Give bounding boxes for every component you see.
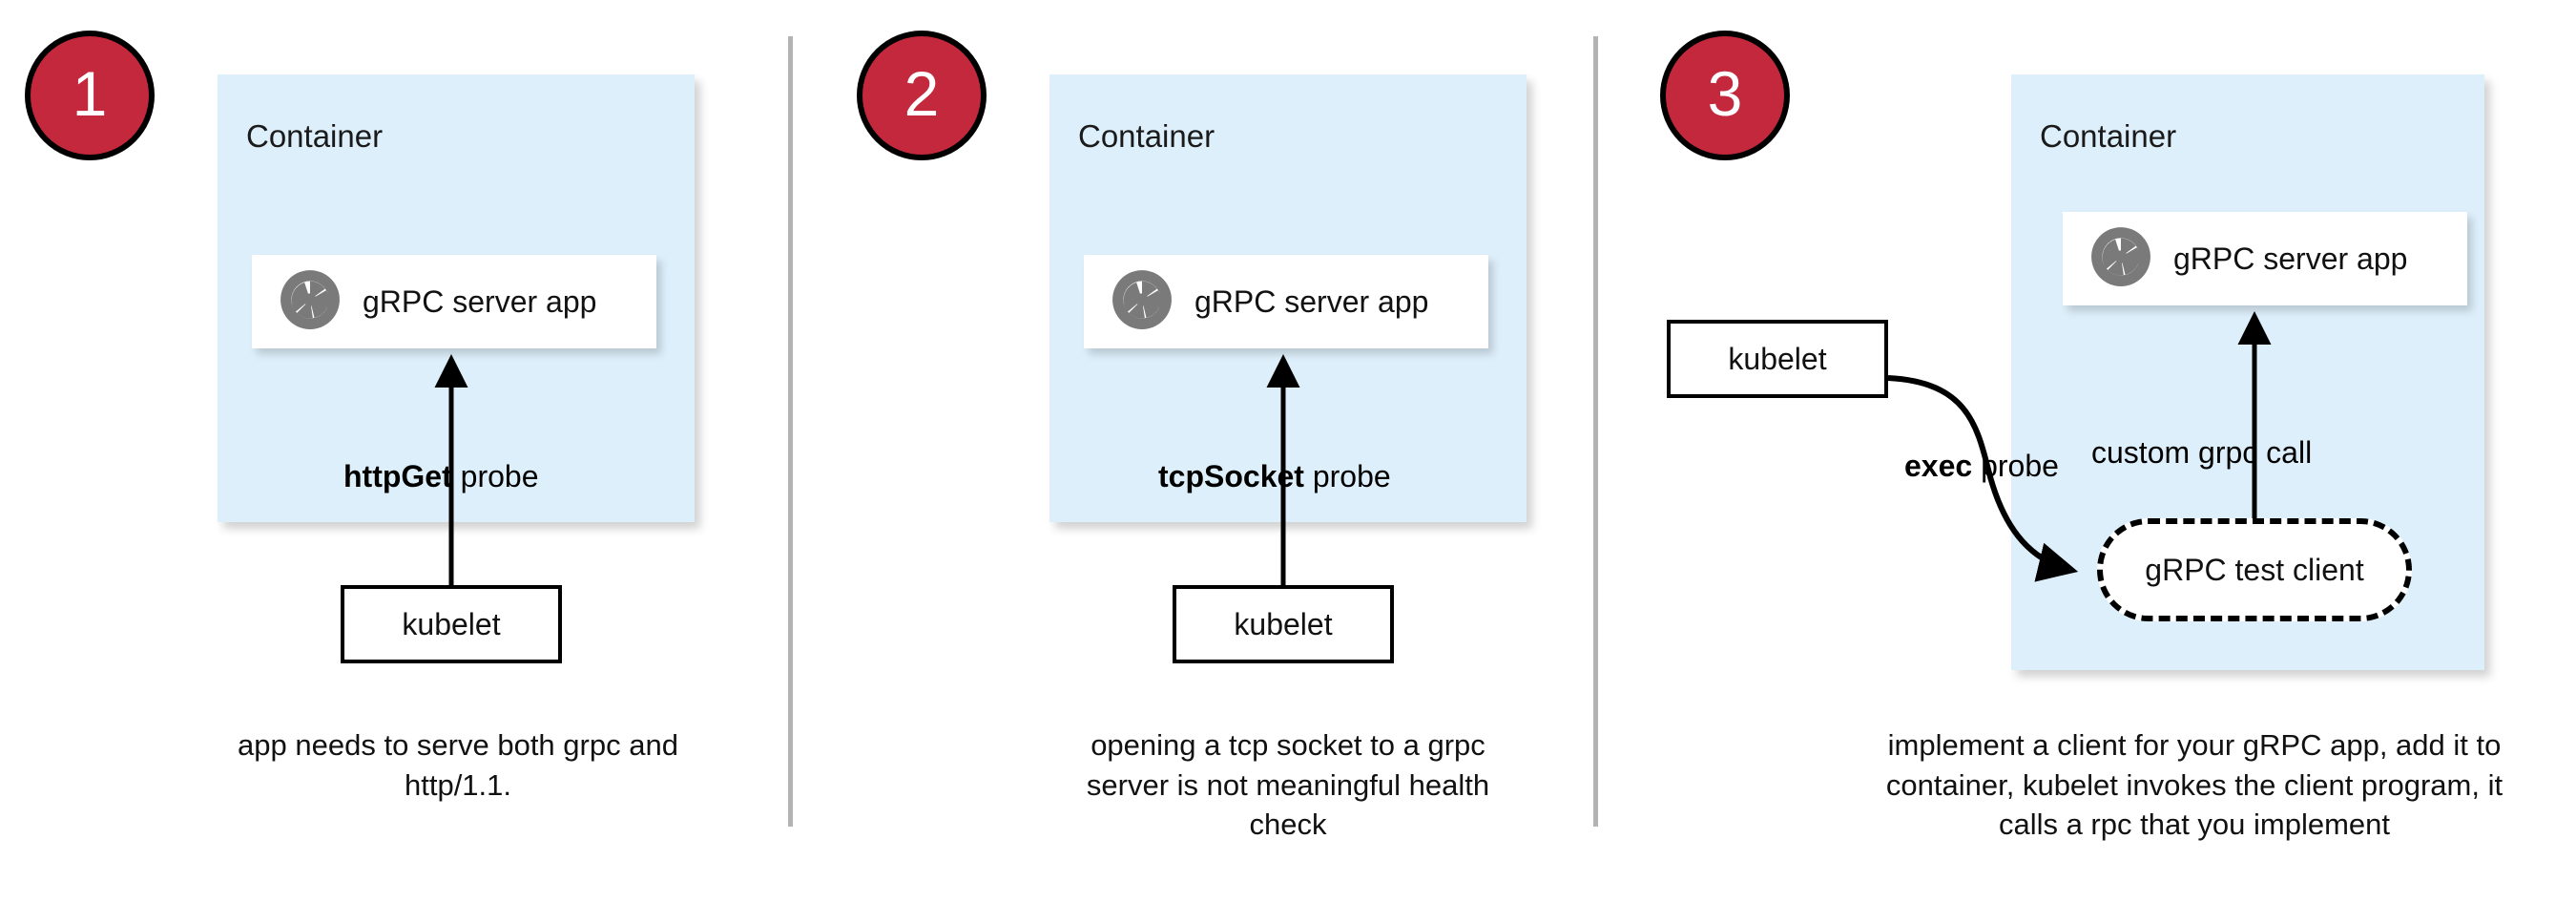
probe-label-1-rest: probe — [451, 459, 539, 493]
kubelet-label-2: kubelet — [1234, 606, 1333, 641]
step-badge-3: 3 — [1660, 31, 1790, 160]
custom-grpc-call-label: custom grpc call — [2091, 435, 2313, 470]
grpc-server-app-card-1: gRPC server app — [252, 255, 656, 348]
step-badge-1: 1 — [25, 31, 155, 160]
kubelet-label-3: kubelet — [1728, 341, 1827, 376]
exec-probe-label: exec probe — [1904, 449, 2059, 484]
kubelet-box-3: kubelet — [1667, 320, 1888, 398]
panel-caption-1: app needs to serve both grpc and http/1.… — [238, 728, 678, 802]
step-badge-2: 2 — [857, 31, 987, 160]
grpc-server-app-label-2: gRPC server app — [1195, 283, 1429, 319]
step-badge-1-number: 1 — [72, 58, 108, 129]
probe-label-1-bold: httpGet — [343, 459, 452, 493]
grpc-aperture-icon — [1111, 268, 1174, 336]
grpc-test-client-box: gRPC test client — [2097, 518, 2412, 621]
step-badge-3-number: 3 — [1707, 58, 1743, 129]
panel-divider-1 — [788, 36, 793, 827]
panel-divider-2 — [1593, 36, 1598, 827]
exec-probe-label-bold: exec — [1904, 449, 1973, 483]
container-label-3: Container — [2040, 118, 2177, 154]
kubelet-label-1: kubelet — [402, 606, 501, 641]
container-label-1: Container — [246, 118, 384, 154]
panel-caption-2: opening a tcp socket to a grpc server is… — [1086, 728, 1490, 842]
kubelet-box-1: kubelet — [341, 585, 562, 663]
container-label-2: Container — [1078, 118, 1215, 154]
probe-label-1: httpGet probe — [343, 459, 538, 494]
grpc-server-app-label-1: gRPC server app — [363, 283, 597, 319]
exec-probe-label-rest: probe — [1972, 449, 2059, 483]
panel-caption-3: implement a client for your gRPC app, ad… — [1885, 728, 2503, 842]
grpc-server-app-card-2: gRPC server app — [1084, 255, 1488, 348]
probe-label-2-rest: probe — [1303, 459, 1391, 493]
grpc-aperture-icon — [2089, 225, 2152, 293]
probe-label-2-bold: tcpSocket — [1158, 459, 1304, 493]
grpc-server-app-card-3: gRPC server app — [2063, 212, 2467, 305]
grpc-test-client-label: gRPC test client — [2145, 552, 2364, 587]
probe-label-2: tcpSocket probe — [1158, 459, 1391, 494]
grpc-server-app-label-3: gRPC server app — [2173, 241, 2408, 276]
grpc-aperture-icon — [279, 268, 342, 336]
kubelet-box-2: kubelet — [1173, 585, 1394, 663]
step-badge-2-number: 2 — [904, 58, 940, 129]
